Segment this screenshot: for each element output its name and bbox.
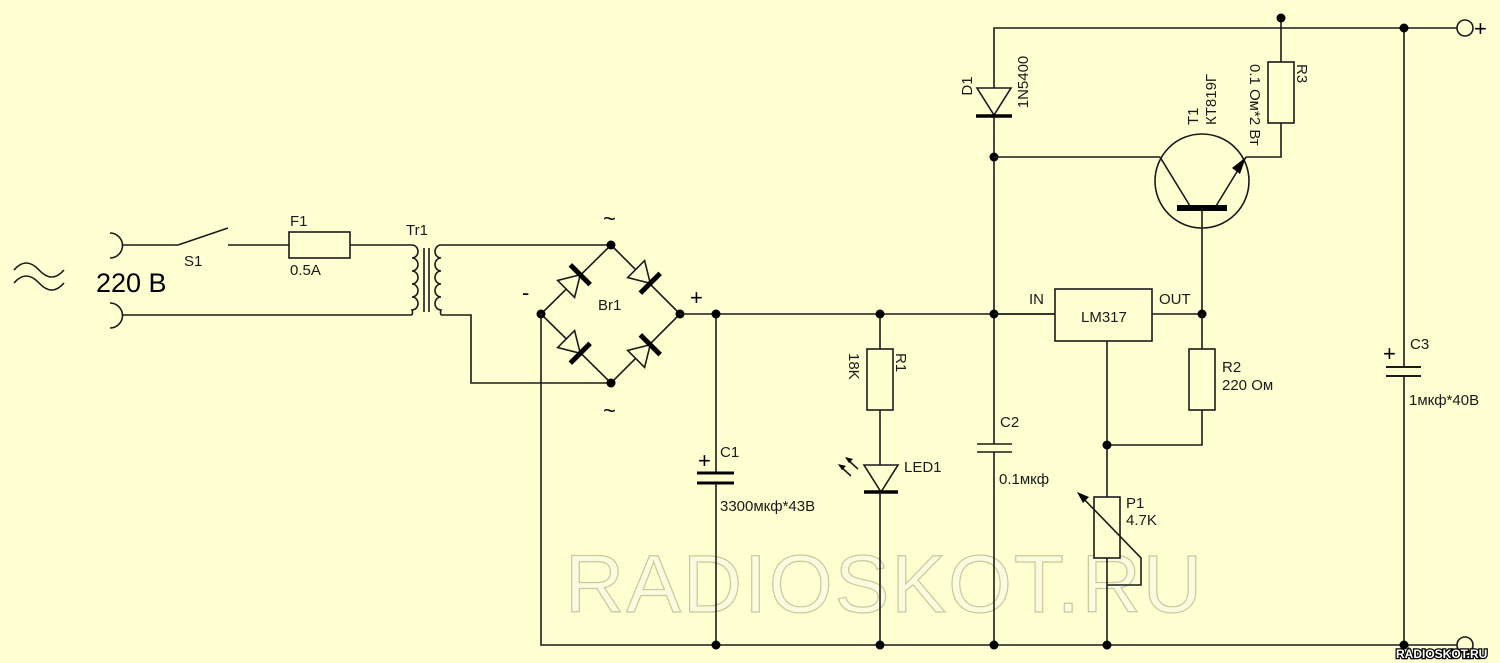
- resistor-r3-value: 0.1 Ом*2 Вт: [1246, 64, 1263, 146]
- transistor-t1: [1154, 133, 1250, 314]
- capacitor-c3-value: 1мкф*40В: [1409, 392, 1479, 409]
- bridge-rectifier-br1: [536, 240, 685, 388]
- mains-voltage-label: 220 В: [96, 268, 167, 298]
- transformer-tr1-label: Tr1: [406, 222, 428, 239]
- ac-wave-icon: [13, 262, 65, 291]
- output-plus-label: +: [1474, 16, 1487, 41]
- led1-label: LED1: [904, 459, 942, 476]
- bridge-ac-top-label: ~: [603, 206, 616, 231]
- output-positive-rail: [993, 27, 1465, 88]
- potentiometer-p1-value: 4.7K: [1126, 512, 1157, 529]
- mains-terminal-bottom: [109, 302, 124, 329]
- capacitor-c1-label: C1: [720, 444, 739, 461]
- mains-terminal-top: [109, 232, 124, 259]
- fuse-f1-label: F1: [290, 213, 308, 230]
- bridge-br1-label: Br1: [598, 297, 621, 314]
- switch-s1-label: S1: [184, 253, 202, 270]
- regulator-lm317-label: LM317: [1081, 309, 1127, 326]
- transistor-t1-value: КТ819Г: [1203, 74, 1220, 125]
- output-terminal-positive: [1456, 19, 1474, 37]
- capacitor-c3-polarity: +: [1383, 341, 1396, 366]
- bridge-plus-label: +: [690, 285, 703, 310]
- transformer-tr1: [410, 244, 443, 316]
- ground-rail: [540, 314, 1465, 646]
- switch-s1-lever: [177, 227, 229, 246]
- diode-d1-label: D1: [959, 76, 976, 95]
- transistor-t1-label: T1: [1185, 107, 1202, 125]
- potentiometer-p1-label: P1: [1126, 495, 1144, 512]
- bridge-minus-label: -: [522, 280, 529, 305]
- capacitor-c1-polarity: +: [698, 448, 711, 473]
- regulator-in-label: IN: [1029, 291, 1044, 308]
- capacitor-c2-value: 0.1мкф: [999, 471, 1049, 488]
- output-terminal-negative: [1456, 636, 1474, 654]
- potentiometer-p1: [1093, 496, 1121, 559]
- resistor-r2-label: R2: [1222, 359, 1241, 376]
- wire: [1246, 123, 1282, 158]
- resistor-r1-label: R1: [892, 353, 909, 372]
- resistor-r2: [1188, 348, 1216, 411]
- regulator-out-label: OUT: [1159, 291, 1191, 308]
- capacitor-c3-label: C3: [1410, 336, 1429, 353]
- fuse-f1: [288, 231, 351, 259]
- corner-watermark: RADIOSKOT.RU: [1396, 647, 1487, 661]
- fuse-f1-value: 0.5A: [290, 262, 321, 279]
- bridge-ac-bottom-label: ~: [603, 398, 616, 423]
- resistor-r2-value: 220 Ом: [1222, 377, 1273, 394]
- capacitor-c2-label: C2: [1000, 414, 1019, 431]
- resistor-r3: [1267, 61, 1295, 124]
- diode-d1: [975, 87, 1013, 118]
- wire: [1107, 410, 1203, 446]
- led-icon: [838, 457, 900, 494]
- potentiometer-p1-wiper: [1077, 492, 1142, 586]
- resistor-r1-value: 18K: [845, 353, 862, 380]
- regulator-lm317: [1054, 288, 1153, 342]
- diode-d1-value: 1N5400: [1015, 56, 1032, 109]
- capacitor-c1-value: 3300мкф*43В: [720, 498, 815, 515]
- resistor-r3-label: R3: [1293, 64, 1310, 83]
- resistor-r1: [866, 348, 894, 411]
